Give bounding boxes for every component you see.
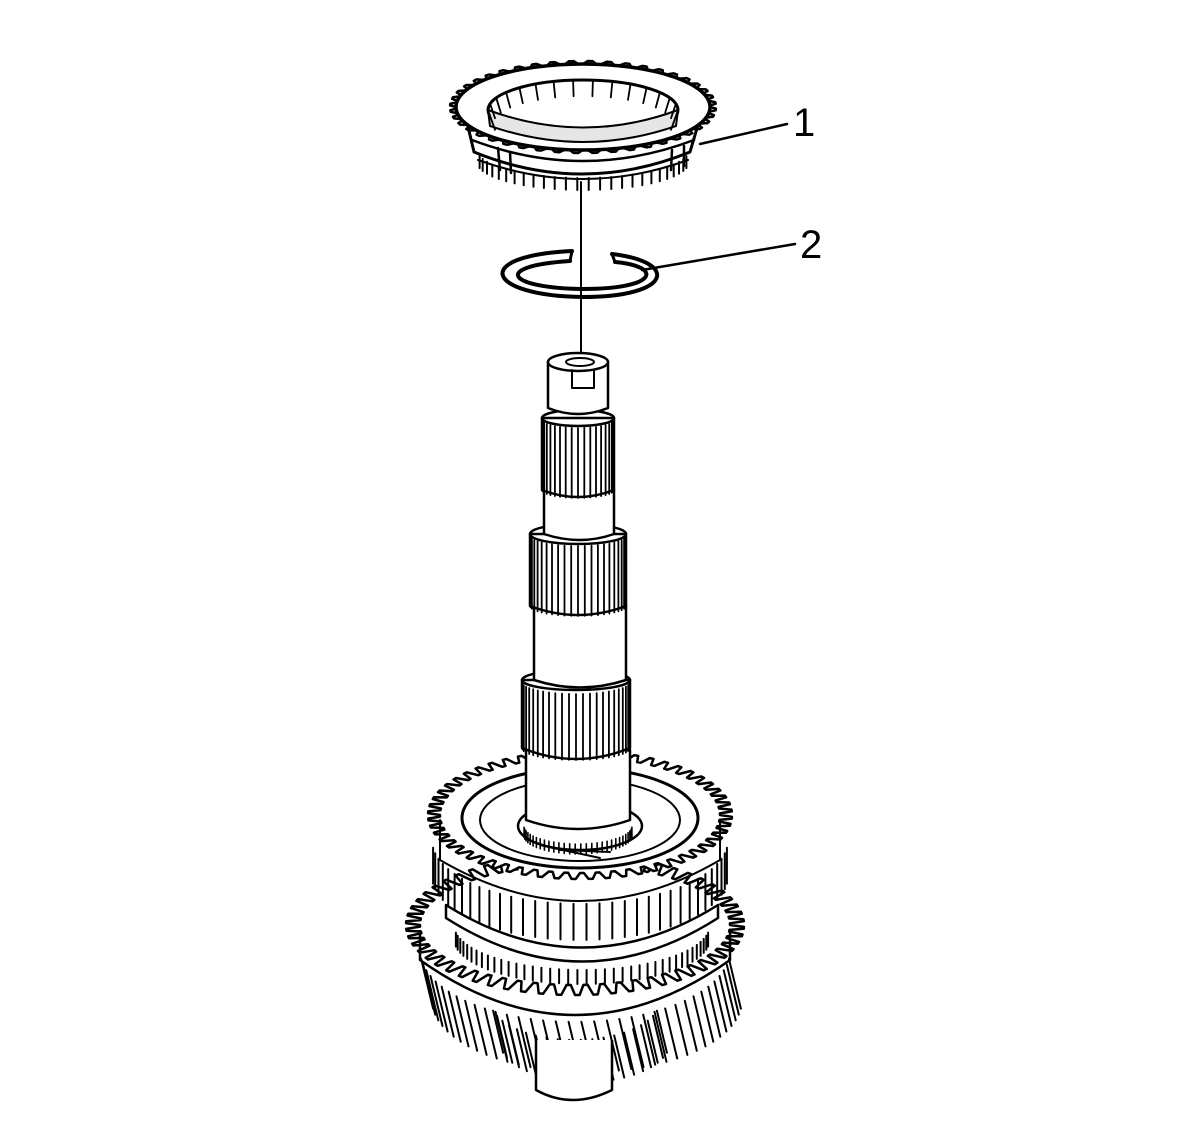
synchro-hub: [444, 903, 720, 985]
output-shaft: [520, 351, 632, 831]
lower-helical-gear: [404, 853, 746, 1102]
mainshaft-assembly: [404, 351, 746, 1102]
callout-label-2: 2: [800, 223, 822, 267]
callout-leader-2: [640, 242, 797, 272]
synchronizer-ring: [448, 59, 718, 191]
callout-label-1: 1: [793, 101, 815, 145]
callout-leader-1: [698, 122, 789, 146]
retaining-ring: [500, 249, 660, 299]
